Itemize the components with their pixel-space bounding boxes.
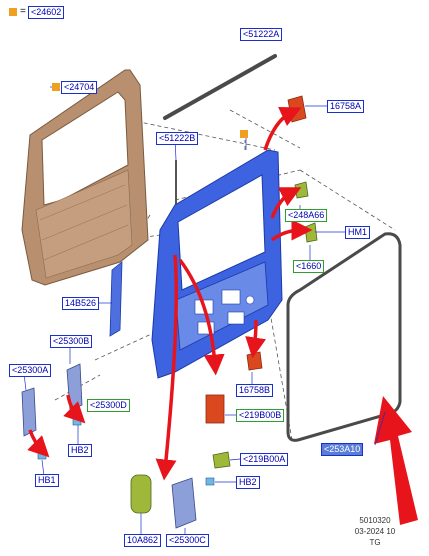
label-1660: <1660	[293, 260, 325, 273]
label-253a10: <253A10	[321, 443, 364, 456]
bracket-248A66	[294, 181, 309, 199]
clip-1660	[304, 222, 318, 243]
large-arrow	[374, 396, 418, 525]
outer-door-panel	[21, 69, 149, 286]
pad-219B00B	[205, 394, 225, 424]
label-51222b: <51222B	[156, 132, 199, 145]
label-hb1: HB1	[35, 474, 59, 487]
legend-marker	[9, 8, 17, 16]
label-219b00b: <219B00B	[236, 409, 285, 422]
bolts	[37, 417, 215, 486]
label-16758a: 16758A	[327, 100, 365, 113]
red-arrows	[27, 106, 313, 481]
label-hb2-right: HB2	[236, 476, 260, 489]
hinge-c	[171, 477, 197, 529]
label-25300d: <25300D	[87, 399, 130, 412]
cover-10A862	[130, 474, 152, 514]
label-24704: <24704	[61, 81, 98, 94]
reference-initials: TG	[369, 538, 381, 547]
leader-lines	[23, 86, 386, 534]
label-248a66: <248A66	[285, 209, 328, 222]
reference-date: 03-2024 10	[354, 527, 396, 536]
marker-inner-frame	[240, 130, 248, 138]
label-hb2-left: HB2	[68, 444, 92, 457]
clip-219B00A	[212, 451, 231, 469]
label-25300c: <25300C	[166, 534, 209, 547]
upper-rail	[163, 54, 277, 120]
label-16758b: 16758B	[236, 384, 274, 397]
label-10a862: 10A862	[124, 534, 162, 547]
hinge-a	[21, 387, 37, 437]
label-51222a: <51222A	[240, 28, 283, 41]
rod	[109, 261, 123, 337]
inner-door-frame	[151, 149, 283, 379]
bumper-16758B	[246, 351, 263, 371]
label-219b00a: <219B00A	[240, 453, 289, 466]
legend-equals: =	[20, 6, 26, 17]
legend-code-label: <24602	[28, 6, 65, 19]
label-hm1: HM1	[345, 226, 371, 239]
label-25300b: <25300B	[50, 335, 93, 348]
bumper-16758A	[287, 95, 307, 123]
reference-number: 5010320	[359, 516, 391, 525]
label-25300a: <25300A	[9, 364, 52, 377]
marker-24704	[52, 83, 60, 91]
label-14b526: 14B526	[62, 297, 100, 310]
